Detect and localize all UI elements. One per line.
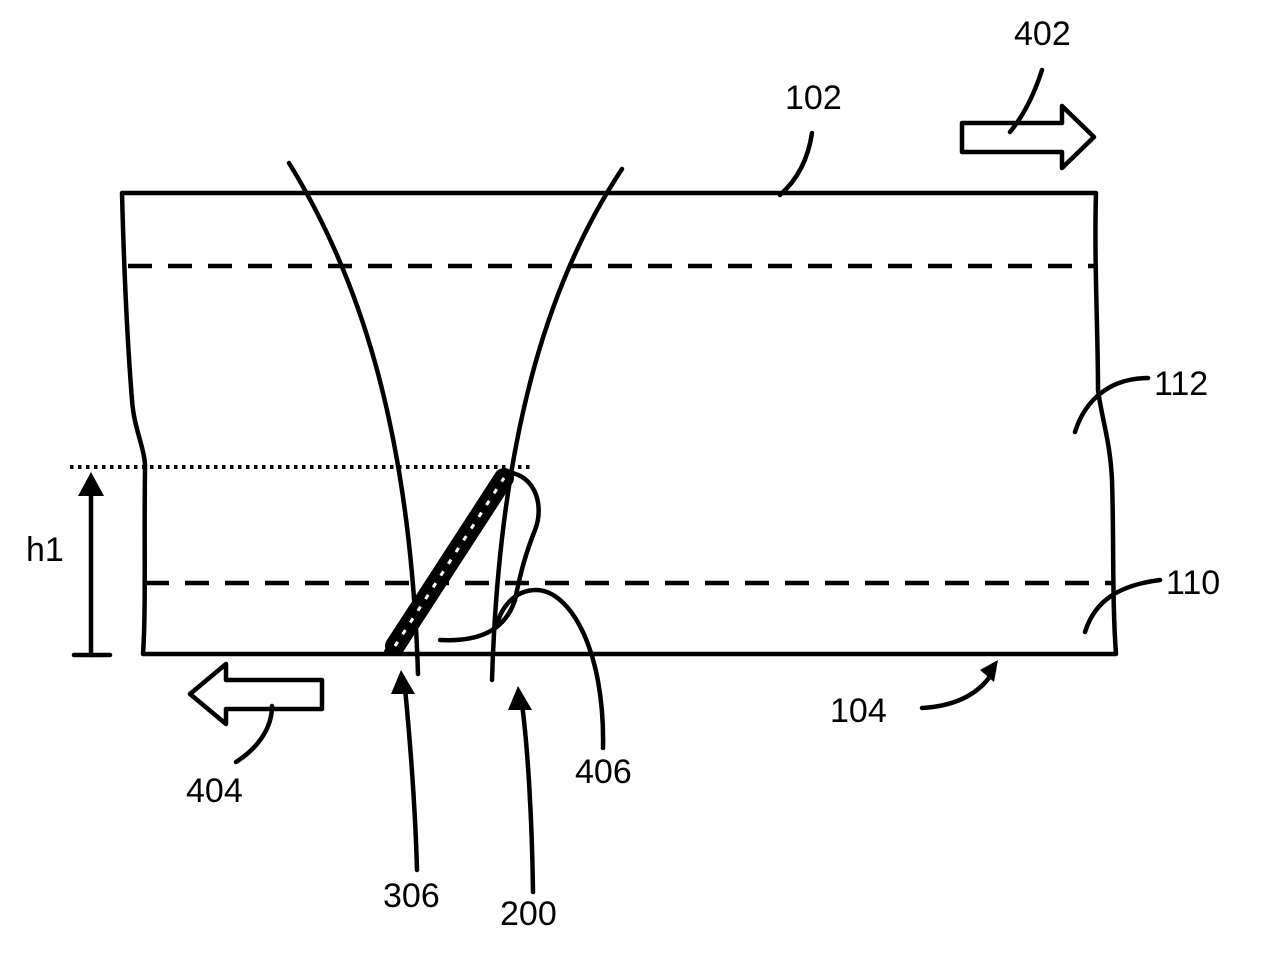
label-110: 110 (1166, 564, 1220, 602)
leader-406 (498, 590, 603, 748)
label-306: 306 (383, 877, 440, 915)
leader-404 (236, 706, 272, 762)
leader-102 (780, 133, 812, 195)
left-curved-line (289, 163, 418, 674)
pointer-arrow-104 (922, 660, 998, 708)
label-104: 104 (830, 692, 887, 730)
pointer-arrow-200 (508, 686, 533, 892)
label-h1: h1 (26, 531, 64, 569)
label-402: 402 (1014, 15, 1071, 53)
h1-dimension-arrow (74, 472, 110, 655)
label-404: 404 (186, 772, 243, 810)
leader-110 (1085, 580, 1160, 632)
label-112: 112 (1154, 365, 1208, 403)
label-406: 406 (575, 753, 632, 791)
pointer-arrow-306 (391, 670, 417, 870)
direction-arrow-left-icon (190, 664, 322, 724)
label-200: 200 (500, 895, 557, 933)
leader-112 (1075, 378, 1148, 432)
label-102: 102 (785, 79, 842, 117)
direction-arrow-right-icon (962, 106, 1094, 168)
